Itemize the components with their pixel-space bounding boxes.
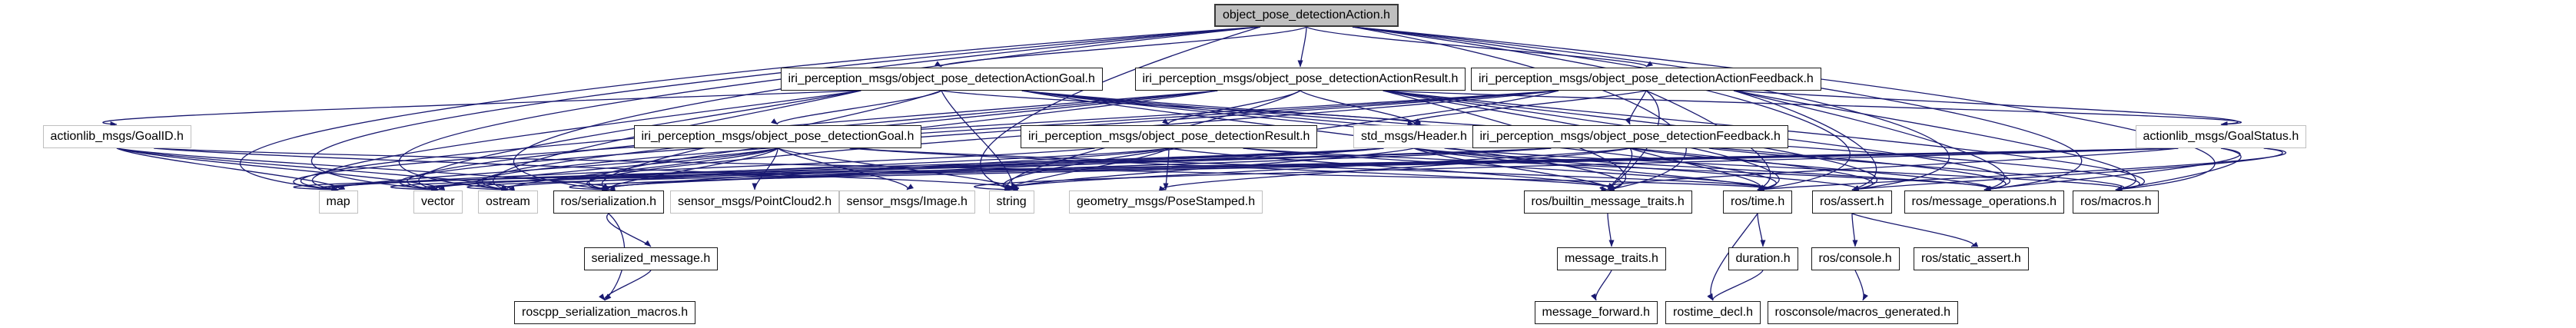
include-edge-feedback-to-msgOps	[1629, 147, 1991, 191]
graph-node-ostream[interactable]: ostream	[478, 191, 538, 214]
include-edge-assert-to-staticAssert	[1851, 213, 1979, 247]
include-edge-assert-to-console	[1851, 213, 1858, 247]
include-edge-action-to-msgOps	[1352, 26, 2083, 192]
graph-node-feedback[interactable]: iri_perception_msgs/object_pose_detectio…	[1472, 125, 1788, 148]
include-edge-actionGoal-to-vector	[418, 90, 861, 191]
include-edge-goal-to-builtinTraits	[849, 147, 1617, 192]
include-edge-goalStatus-to-assert	[1851, 147, 2283, 192]
graph-node-duration[interactable]: duration.h	[1728, 247, 1798, 270]
include-edge-action-to-builtinTraits	[1352, 26, 1687, 191]
include-edge-goal-to-time	[849, 147, 1769, 192]
graph-node-actionFeedback[interactable]: iri_perception_msgs/object_pose_detectio…	[1471, 68, 1821, 91]
graph-node-macros[interactable]: ros/macros.h	[2073, 191, 2159, 214]
include-edge-feedback-to-builtinTraits	[1607, 147, 1633, 191]
graph-node-staticAssert[interactable]: ros/static_assert.h	[1914, 247, 2029, 270]
graph-node-actionResult[interactable]: iri_perception_msgs/object_pose_detectio…	[1134, 68, 1466, 91]
include-edge-goalStatus-to-ostream	[466, 147, 2179, 193]
graph-node-header[interactable]: std_msgs/Header.h	[1353, 125, 1475, 148]
graph-node-rostimeDecl[interactable]: rostime_decl.h	[1665, 301, 1761, 324]
include-edge-actionGoal-to-map	[311, 90, 861, 192]
include-edge-header-to-map	[327, 147, 1384, 192]
graph-node-console[interactable]: ros/console.h	[1811, 247, 1900, 270]
graph-node-roscppMacros[interactable]: roscpp_serialization_macros.h	[514, 301, 696, 324]
graph-node-msgForward[interactable]: message_forward.h	[1534, 301, 1658, 324]
graph-node-builtinTraits[interactable]: ros/builtin_message_traits.h	[1523, 191, 1692, 214]
include-edge-header-to-msgOps	[1413, 147, 1991, 192]
include-edge-actionFeedback-to-feedback	[1625, 90, 1647, 125]
include-edge-actionFeedback-to-assert	[1733, 90, 1877, 191]
include-edge-action-to-actionResult	[1297, 26, 1307, 68]
include-edge-duration-to-rostimeDecl	[1708, 270, 1764, 301]
include-edge-actionFeedback-to-goalStatus	[1733, 90, 2239, 127]
graph-node-action: object_pose_detectionAction.h	[1214, 4, 1399, 27]
graph-node-pointcloud2[interactable]: sensor_msgs/PointCloud2.h	[670, 191, 840, 214]
include-edge-serializedMsg-to-roscppMacros	[599, 270, 652, 301]
include-edge-actionFeedback-to-macros	[1733, 90, 2136, 191]
graph-node-time[interactable]: ros/time.h	[1723, 191, 1793, 214]
graph-node-msgOps[interactable]: ros/message_operations.h	[1904, 191, 2065, 214]
graph-node-actionGoal[interactable]: iri_perception_msgs/object_pose_detectio…	[780, 68, 1103, 91]
include-edge-goalID-to-serialization	[116, 147, 616, 191]
graph-node-goal[interactable]: iri_perception_msgs/object_pose_detectio…	[633, 125, 922, 148]
graph-node-rosconsoleMacros[interactable]: rosconsole/macros_generated.h	[1767, 301, 1959, 324]
include-edge-actionResult-to-goalStatus	[1383, 90, 2242, 128]
graph-node-msgTraits[interactable]: message_traits.h	[1557, 247, 1666, 270]
include-edge-actionGoal-to-string	[941, 90, 1017, 191]
graph-node-poseStamped[interactable]: geometry_msgs/PoseStamped.h	[1069, 191, 1263, 214]
include-edge-goalStatus-to-time	[1757, 147, 2286, 192]
graph-node-goalID[interactable]: actionlib_msgs/GoalID.h	[42, 125, 191, 148]
include-edge-msgTraits-to-msgForward	[1591, 270, 1612, 301]
include-edge-serialization-to-serializedMsg	[606, 213, 652, 247]
include-edge-feedback-to-macros	[1708, 147, 2125, 192]
include-edge-feedback-to-string	[1004, 147, 1631, 192]
graph-node-serialization[interactable]: ros/serialization.h	[553, 191, 664, 214]
graph-node-serializedMsg[interactable]: serialized_message.h	[583, 247, 719, 270]
include-edge-feedback-to-vector	[423, 147, 1552, 192]
include-edge-actionResult-to-result	[1162, 90, 1301, 125]
graph-node-string[interactable]: string	[988, 191, 1034, 214]
include-edge-header-to-assert	[1413, 147, 1859, 191]
include-edge-time-to-rostimeDecl	[1707, 213, 1758, 301]
include-edge-feedback-to-time	[1629, 147, 1765, 191]
graph-node-image[interactable]: sensor_msgs/Image.h	[838, 191, 975, 214]
include-edge-actionGoal-to-goalID	[102, 90, 861, 127]
include-edge-console-to-rosconsoleMacros	[1854, 270, 1868, 301]
include-edge-action-to-actionGoal	[934, 26, 1307, 68]
graph-node-assert[interactable]: ros/assert.h	[1812, 191, 1892, 214]
include-edge-action-to-vector	[310, 26, 1261, 192]
include-edge-goalStatus-to-macros	[2115, 147, 2242, 191]
include-edge-action-to-actionFeedback	[1306, 26, 1653, 68]
graph-node-vector[interactable]: vector	[413, 191, 463, 214]
graph-node-goalStatus[interactable]: actionlib_msgs/GoalStatus.h	[2135, 125, 2307, 148]
include-edge-goal-to-pointcloud2	[752, 147, 778, 191]
include-edge-builtinTraits-to-msgTraits	[1607, 213, 1615, 247]
include-edge-actionFeedback-to-header	[1407, 90, 1647, 126]
include-edge-actionResult-to-map	[300, 90, 1218, 192]
include-edge-goalStatus-to-string	[974, 147, 2179, 193]
include-edge-result-to-poseStamped	[1163, 147, 1170, 191]
graph-node-map[interactable]: map	[318, 191, 358, 214]
include-edge-actionResult-to-macros	[1383, 90, 2145, 192]
include-edge-goalID-to-string	[154, 147, 1020, 192]
graph-node-result[interactable]: iri_perception_msgs/object_pose_detectio…	[1021, 125, 1318, 148]
include-edge-goalStatus-to-builtinTraits	[1599, 147, 2179, 192]
include-edge-time-to-duration	[1757, 213, 1766, 247]
